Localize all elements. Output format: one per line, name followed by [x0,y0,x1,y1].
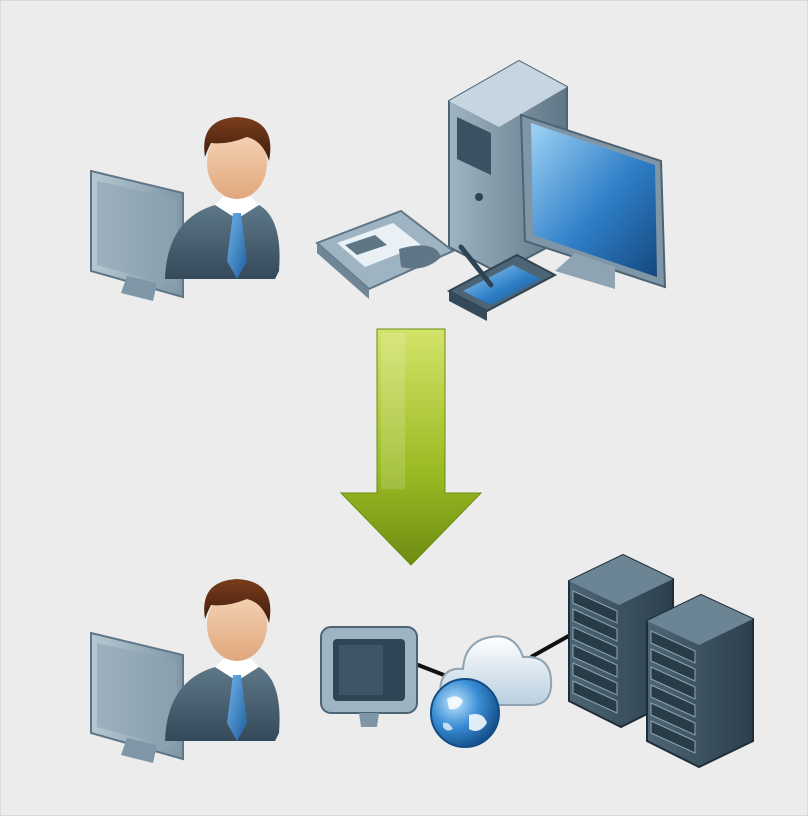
globe-icon [427,675,503,751]
top-user-icon [87,101,287,301]
monitor-icon [90,631,184,763]
down-arrow-icon [339,328,483,569]
bottom-user-icon [87,563,287,763]
signature-pad-icon [446,241,558,323]
server-rack-icon [563,551,759,771]
thin-client-terminal-icon [319,619,423,729]
server-rack-front [646,593,754,769]
monitor-icon [90,169,184,301]
desk-phone-icon [315,209,455,299]
desktop-computer-icon [445,57,670,297]
